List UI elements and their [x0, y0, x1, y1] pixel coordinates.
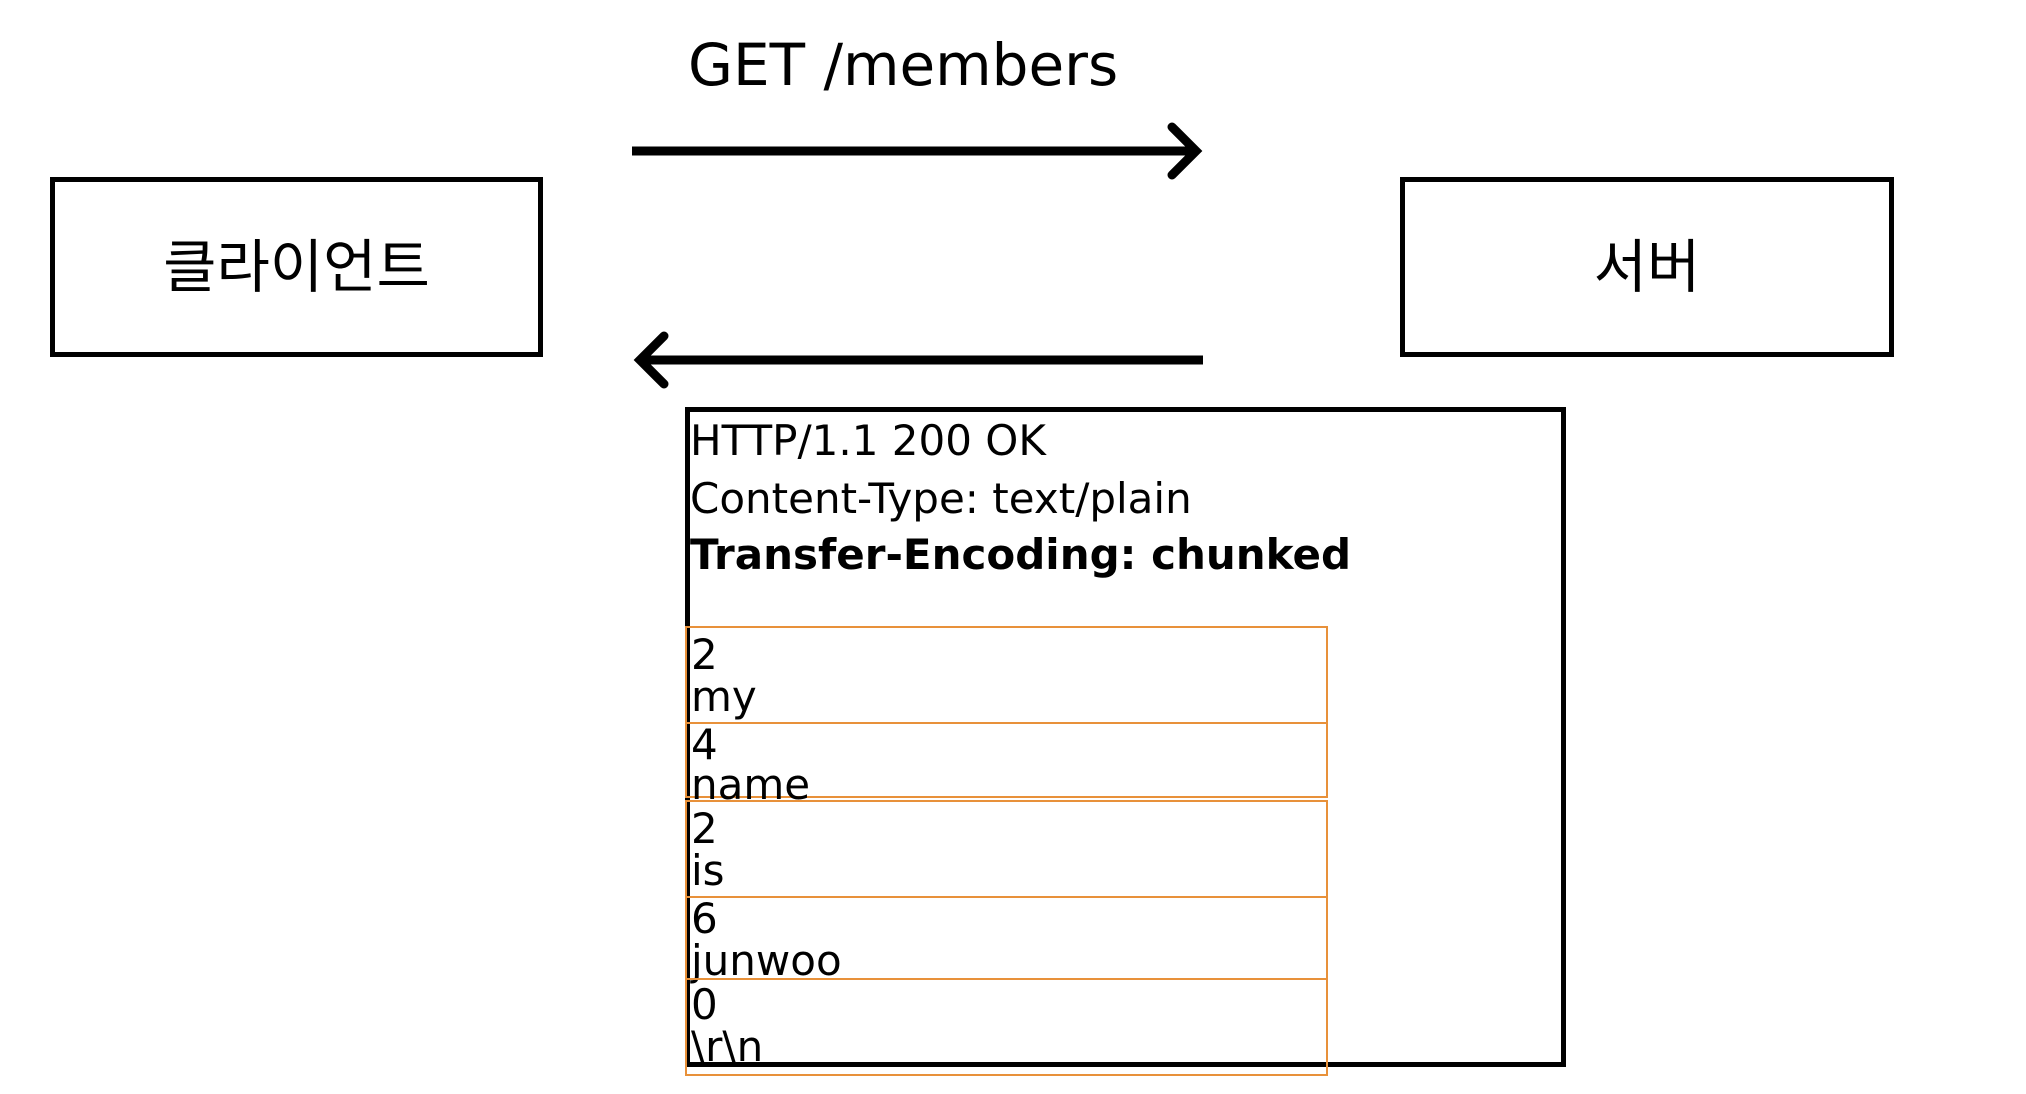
chunk-size: 4: [691, 720, 718, 769]
chunk-size: 2: [691, 804, 718, 853]
request-arrow: [632, 122, 1203, 180]
response-arrow: [633, 331, 1203, 389]
server-box: 서버: [1400, 177, 1894, 357]
chunk-size: 6: [691, 894, 718, 943]
chunk-box: 6 junwoo: [685, 894, 1328, 985]
chunk-data: junwoo: [691, 936, 842, 985]
client-label: 클라이언트: [163, 233, 430, 301]
chunk-box: 2 is: [685, 800, 1328, 898]
chunk-size: 0: [691, 980, 718, 1029]
chunk-box: 2 my: [685, 626, 1328, 724]
chunk-box: 4 name: [685, 720, 1328, 806]
chunk-data: name: [691, 760, 811, 809]
response-message-box: [685, 407, 1566, 1067]
status-line: HTTP/1.1 200 OK: [690, 416, 1046, 465]
chunk-data: my: [691, 672, 757, 721]
chunk-size: 2: [691, 630, 718, 679]
chunk-data: \r\n: [691, 1022, 764, 1071]
client-box: 클라이언트: [50, 177, 543, 357]
request-label: GET /members: [688, 31, 1119, 99]
content-type-header: Content-Type: text/plain: [690, 474, 1192, 523]
transfer-encoding-header: Transfer-Encoding: chunked: [690, 530, 1352, 579]
chunk-data: is: [691, 846, 725, 895]
server-label: 서버: [1593, 233, 1701, 301]
chunk-box: 0 \r\n: [685, 978, 1328, 1076]
